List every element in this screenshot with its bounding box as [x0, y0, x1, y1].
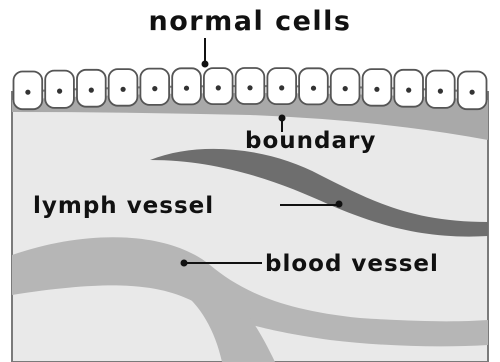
cell-nucleus	[343, 86, 348, 91]
lymph-vessel-label: lymph vessel	[33, 193, 214, 219]
cell-nucleus	[57, 89, 62, 94]
cell-nucleus	[216, 85, 221, 90]
normal-cells-label: normal cells	[149, 6, 352, 37]
cell-nucleus	[152, 86, 157, 91]
boundary-label: boundary	[245, 128, 376, 154]
cell-nucleus	[406, 88, 411, 93]
cell-nucleus	[311, 86, 316, 91]
cell-nucleus	[247, 85, 252, 90]
lymph-vessel-pointer-dot	[336, 201, 343, 208]
cell-nucleus	[25, 90, 30, 95]
blood-vessel-label: blood vessel	[265, 251, 439, 277]
normal-cells-row	[14, 68, 487, 109]
boundary-pointer-dot	[279, 115, 286, 122]
cell-nucleus	[438, 89, 443, 94]
cell-nucleus	[121, 87, 126, 92]
cell-nucleus	[470, 90, 475, 95]
cell-nucleus	[374, 87, 379, 92]
cell-nucleus	[89, 88, 94, 93]
blood-vessel-pointer-dot	[181, 260, 188, 267]
normal-cells-pointer-dot	[202, 61, 209, 68]
cell-nucleus	[279, 85, 284, 90]
cell-nucleus	[184, 86, 189, 91]
